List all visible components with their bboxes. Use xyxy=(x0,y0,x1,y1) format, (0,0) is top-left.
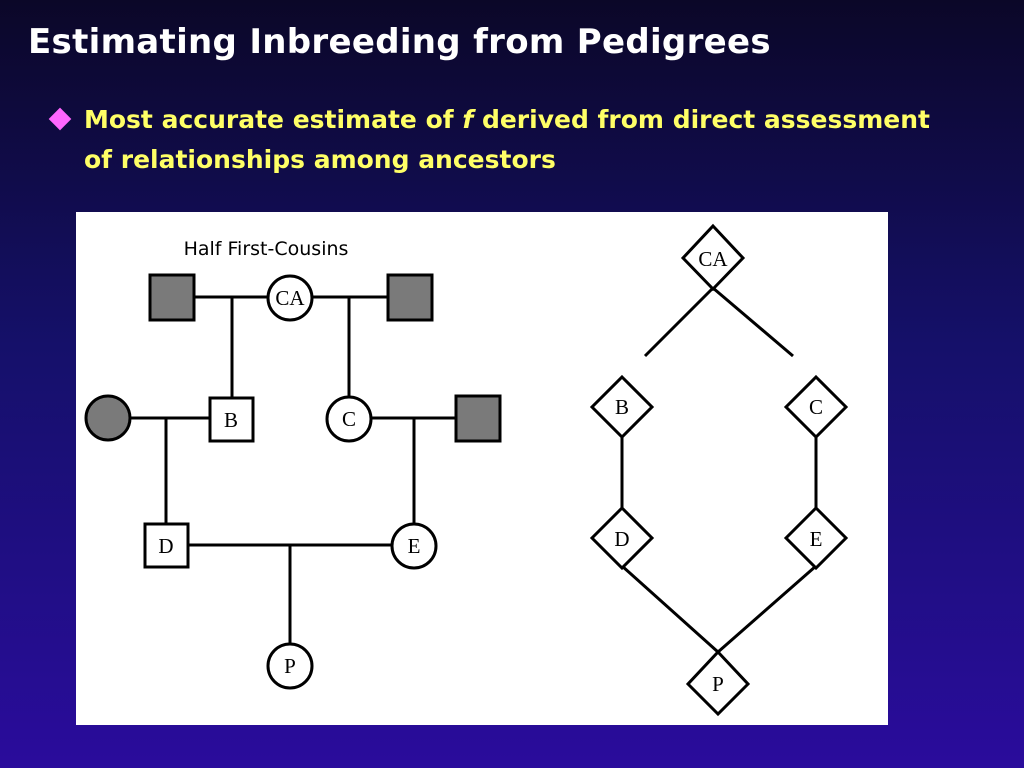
diagram-svg: CA B C D E P Half First-Cousins xyxy=(84,223,849,717)
path-label-d: D xyxy=(614,527,629,551)
pedigree-node-b: B xyxy=(208,396,255,443)
path-node-e: E xyxy=(783,505,849,571)
pedigree-label-ca: CA xyxy=(275,286,305,310)
pedigree-chart xyxy=(130,295,456,644)
pedigree-caption: Half First-Cousins xyxy=(184,238,349,260)
path-label-b: B xyxy=(615,395,629,419)
founder-male-far-right xyxy=(454,394,502,443)
slide-title: Estimating Inbreeding from Pedigrees xyxy=(28,22,771,62)
path-ca-c xyxy=(712,286,794,358)
path-label-e: E xyxy=(810,527,823,551)
bullet-variable-f: f xyxy=(462,105,474,134)
path-ca-b xyxy=(643,286,715,358)
path-node-ca: CA xyxy=(680,223,746,292)
bullet-text-end: derived from direct assessment of relati… xyxy=(84,105,931,174)
path-node-c: C xyxy=(783,374,849,440)
path-node-d: D xyxy=(589,505,655,571)
pedigree-label-p: P xyxy=(284,654,296,678)
founder-male-right xyxy=(386,273,434,322)
path-node-b: B xyxy=(589,374,655,440)
path-node-p: P xyxy=(685,649,751,717)
path-e-p xyxy=(717,564,817,654)
bullet-point: Most accurate estimate of f derived from… xyxy=(84,100,944,180)
path-d-p xyxy=(620,564,720,654)
path-label-ca: CA xyxy=(698,247,728,271)
pedigree-label-e: E xyxy=(408,534,421,558)
bullet-text-start: Most accurate estimate of xyxy=(84,105,463,134)
diamond-bullet-icon xyxy=(48,107,72,131)
pedigree-node-d: D xyxy=(143,522,190,569)
pedigree-label-c: C xyxy=(342,407,356,431)
pedigree-label-d: D xyxy=(158,534,173,558)
pedigree-node-ca: CA xyxy=(266,274,314,322)
diagram-panel: CA B C D E P Half First-Cousins xyxy=(76,212,888,725)
path-diagram-lines xyxy=(620,286,818,654)
pedigree-node-e: E xyxy=(390,522,438,570)
pedigree-label-b: B xyxy=(224,408,238,432)
founder-male-left xyxy=(148,273,196,322)
founder-female xyxy=(84,394,132,442)
path-label-p: P xyxy=(712,672,724,696)
pedigree-node-p: P xyxy=(266,642,314,690)
path-label-c: C xyxy=(809,395,823,419)
pedigree-node-c: C xyxy=(325,395,373,443)
